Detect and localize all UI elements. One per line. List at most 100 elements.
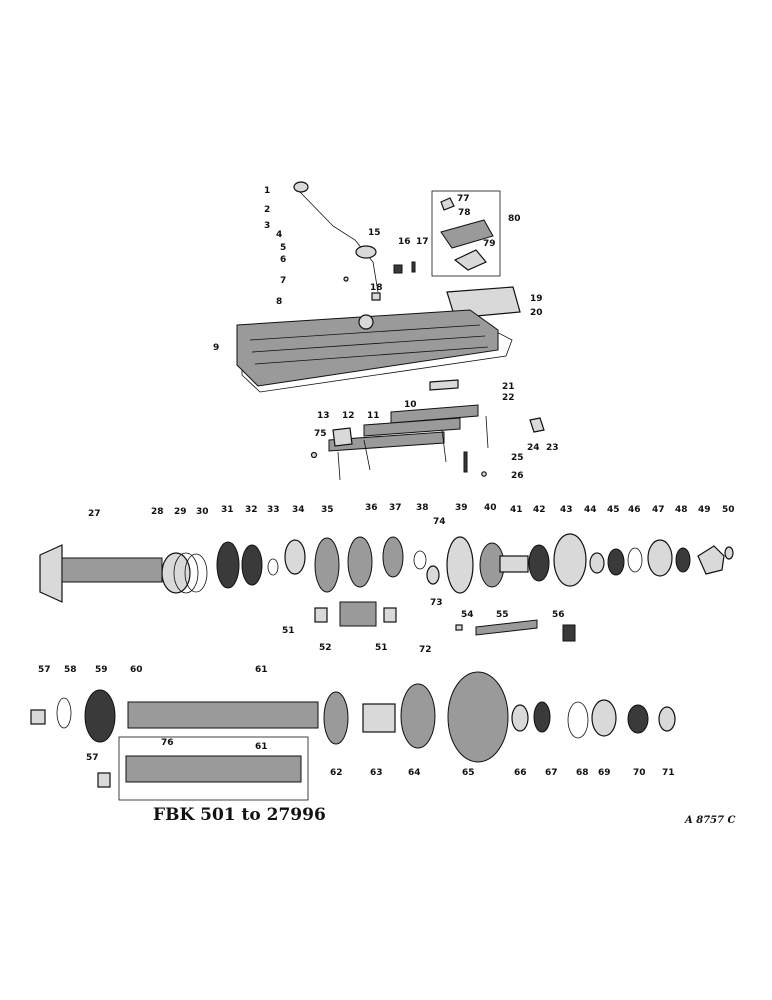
bearing-51b <box>383 607 397 623</box>
cap-47 <box>647 539 673 577</box>
bearing-59 <box>84 689 116 743</box>
washer-28 <box>161 552 191 594</box>
callout-44: 44 <box>584 505 597 515</box>
callout-78: 78 <box>458 208 471 218</box>
callout-1: 1 <box>264 186 270 196</box>
callout-15: 15 <box>368 228 381 238</box>
gear-35 <box>314 537 340 593</box>
callout-19: 19 <box>530 294 543 304</box>
callout-43: 43 <box>560 505 573 515</box>
callout-11: 11 <box>367 411 380 421</box>
callout-17: 17 <box>416 237 429 247</box>
callout-51: 51 <box>375 643 388 653</box>
callout-2: 2 <box>264 205 270 215</box>
callout-24: 24 <box>527 443 540 453</box>
bearing-42 <box>528 544 550 582</box>
ring-33 <box>267 558 279 576</box>
bearing-56 <box>562 624 576 642</box>
part-23 <box>529 417 545 433</box>
bearing-48 <box>675 547 691 573</box>
callout-34: 34 <box>292 505 305 515</box>
callout-21: 21 <box>502 382 515 392</box>
callout-42: 42 <box>533 505 546 515</box>
callout-33: 33 <box>267 505 280 515</box>
callout-48: 48 <box>675 505 688 515</box>
callout-71: 71 <box>662 768 675 778</box>
cover-plate-group <box>236 190 521 393</box>
callout-58: 58 <box>64 665 77 675</box>
callout-67: 67 <box>545 768 558 778</box>
callout-80: 80 <box>508 214 521 224</box>
callout-75: 75 <box>314 429 327 439</box>
callout-51: 51 <box>282 626 295 636</box>
shaft-60 <box>127 701 319 729</box>
callout-3: 3 <box>264 221 270 231</box>
callout-61: 61 <box>255 665 268 675</box>
callout-47: 47 <box>652 505 665 515</box>
gear-36 <box>347 536 373 588</box>
gear-64 <box>400 683 436 749</box>
callout-63: 63 <box>370 768 383 778</box>
spacer-63 <box>362 703 396 733</box>
callout-60: 60 <box>130 665 143 675</box>
washer-29 <box>173 552 199 594</box>
spring-17 <box>411 261 416 273</box>
inset-76-group <box>97 736 309 801</box>
part-77 <box>440 197 455 211</box>
callout-28: 28 <box>151 507 164 517</box>
lever-ball <box>355 245 377 259</box>
ring-46 <box>627 547 643 573</box>
serial-caption: FBK 501 to 27996 <box>153 805 326 825</box>
callout-6: 6 <box>280 255 286 265</box>
callout-18: 18 <box>370 283 383 293</box>
pin-25 <box>463 451 468 473</box>
bearing-70 <box>627 704 649 734</box>
bearing-32 <box>241 544 263 586</box>
callout-77: 77 <box>457 194 470 204</box>
housing-49 <box>697 545 725 575</box>
callout-73: 73 <box>430 598 443 608</box>
callout-79: 79 <box>483 239 496 249</box>
callout-70: 70 <box>633 768 646 778</box>
pin-16 <box>393 264 403 274</box>
washer-30 <box>184 553 208 593</box>
nut-44 <box>589 552 605 574</box>
rail-10 <box>390 404 479 424</box>
shaft-55 <box>475 619 538 636</box>
callout-38: 38 <box>416 503 429 513</box>
callout-35: 35 <box>321 505 334 515</box>
callout-27: 27 <box>88 509 101 519</box>
bushing-57 <box>30 709 46 725</box>
callout-64: 64 <box>408 768 421 778</box>
ball-75 <box>310 451 318 459</box>
bearing-67 <box>533 701 551 733</box>
shaft-27 <box>61 557 163 583</box>
callout-12: 12 <box>342 411 355 421</box>
callout-49: 49 <box>698 505 711 515</box>
ball-26 <box>481 471 487 477</box>
shift-forks <box>337 415 489 481</box>
callout-10: 10 <box>404 400 417 410</box>
part-21 <box>429 379 459 391</box>
shift-lever-group <box>293 181 416 301</box>
part-78 <box>440 219 494 249</box>
callout-55: 55 <box>496 610 509 620</box>
block-13 <box>332 427 353 447</box>
shift-lever <box>299 191 379 293</box>
callout-52: 52 <box>319 643 332 653</box>
shift-rail-group <box>310 404 545 481</box>
callout-68: 68 <box>576 768 589 778</box>
callout-37: 37 <box>389 503 402 513</box>
ring-58 <box>56 697 72 729</box>
washer-66 <box>511 704 529 732</box>
housing-boss <box>358 314 374 330</box>
callout-65: 65 <box>462 768 475 778</box>
figure-code: A 8757 C <box>684 815 736 826</box>
rail-11 <box>363 417 461 437</box>
callout-23: 23 <box>546 443 559 453</box>
callout-69: 69 <box>598 768 611 778</box>
ring-38 <box>413 550 427 570</box>
callout-22: 22 <box>502 393 515 403</box>
